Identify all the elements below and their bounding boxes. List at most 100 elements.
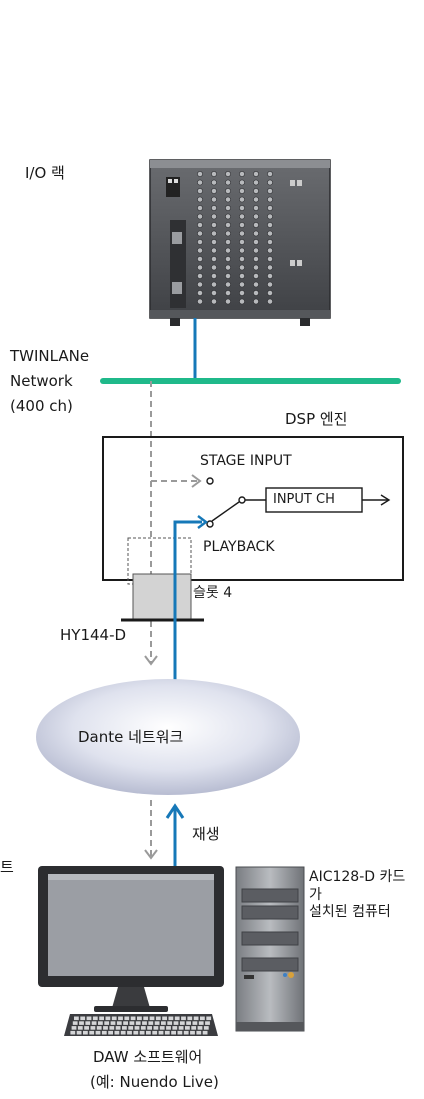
keyboard-key <box>137 1017 142 1021</box>
keyboard-key <box>160 1026 165 1030</box>
keyboard-key <box>161 1021 166 1025</box>
keyboard-key <box>123 1021 128 1025</box>
keyboard-key <box>131 1017 136 1021</box>
aic-label-line3: 설치된 컴퓨터 <box>309 903 391 922</box>
keyboard-key <box>84 1026 89 1030</box>
keyboard-key <box>152 1031 157 1035</box>
stage-input-label: STAGE INPUT <box>200 452 292 471</box>
keyboard-key <box>148 1021 153 1025</box>
keyboard-key <box>196 1031 201 1035</box>
rack-jack <box>267 299 272 304</box>
rack-jack <box>267 265 272 270</box>
keyboard-key <box>146 1031 151 1035</box>
aic-label-line1: AIC128-D 카드 <box>309 868 405 887</box>
rack-jack <box>211 239 216 244</box>
keyboard-key <box>143 1017 148 1021</box>
keyboard-key <box>175 1017 180 1021</box>
rack-jack <box>253 256 258 261</box>
rack-jack <box>267 188 272 193</box>
rack-jack <box>211 290 216 295</box>
keyboard-key <box>172 1026 177 1030</box>
keyboard-key <box>180 1021 185 1025</box>
keyboard-key <box>150 1017 155 1021</box>
rack-jack <box>239 197 244 202</box>
keyboard-key <box>156 1017 161 1021</box>
twinlane-label-line3: (400 ch) <box>10 397 73 416</box>
keyboard-key <box>83 1031 88 1035</box>
rack-jack <box>211 265 216 270</box>
keyboard-key <box>93 1017 98 1021</box>
rack-jack <box>253 205 258 210</box>
rack-jack <box>239 265 244 270</box>
rack-jack <box>211 222 216 227</box>
rack-jack <box>253 265 258 270</box>
rack-jack <box>197 231 202 236</box>
keyboard-key <box>206 1017 211 1021</box>
keyboard-key <box>194 1017 199 1021</box>
rack-jack <box>225 197 230 202</box>
keyboard-key <box>72 1026 77 1030</box>
rack-jack <box>197 282 202 287</box>
keyboard-key <box>204 1026 209 1030</box>
rack-jack <box>197 171 202 176</box>
rack-jack <box>211 197 216 202</box>
keyboard-key <box>79 1021 84 1025</box>
rack-jack <box>253 299 258 304</box>
rack-jack <box>211 299 216 304</box>
keyboard-key <box>103 1026 108 1030</box>
keyboard-key <box>174 1021 179 1025</box>
rack-jack <box>253 273 258 278</box>
rack-jack <box>267 239 272 244</box>
rack-jack <box>267 205 272 210</box>
rack-jack <box>211 180 216 185</box>
rack-jack <box>197 290 202 295</box>
rack-jack <box>225 273 230 278</box>
rack-jack <box>239 256 244 261</box>
keyboard-key <box>87 1017 92 1021</box>
rack-jack <box>197 299 202 304</box>
keyboard-key <box>140 1031 145 1035</box>
hy144d-label: HY144-D <box>60 626 126 645</box>
rack-jack <box>239 239 244 244</box>
keyboard-key <box>165 1031 170 1035</box>
keyboard-key <box>108 1031 113 1035</box>
rack-jack <box>267 214 272 219</box>
keyboard-key <box>203 1031 208 1035</box>
keyboard-key <box>111 1021 116 1025</box>
rack-jack <box>211 231 216 236</box>
rack-jack <box>267 273 272 278</box>
rack-jack <box>211 205 216 210</box>
keyboard-key <box>97 1026 102 1030</box>
keyboard-key <box>167 1021 172 1025</box>
keyboard-key <box>85 1021 90 1025</box>
daw-label-line2: (예: Nuendo Live) <box>90 1073 219 1092</box>
rack-jack <box>239 282 244 287</box>
rack-jack <box>225 214 230 219</box>
rack-jack <box>197 239 202 244</box>
rack-jack <box>211 282 216 287</box>
keyboard-key <box>184 1031 189 1035</box>
keyboard-key <box>185 1026 190 1030</box>
rack-jack <box>225 290 230 295</box>
keyboard-key <box>122 1026 127 1030</box>
rack-jack <box>211 273 216 278</box>
rack-jack <box>253 180 258 185</box>
rack-jack <box>225 222 230 227</box>
daw-label-line1: DAW 소프트웨어 <box>93 1048 202 1067</box>
rack-jack <box>253 239 258 244</box>
rack-jack <box>239 273 244 278</box>
rack-jack <box>211 171 216 176</box>
keyboard-key <box>104 1021 109 1025</box>
keyboard-key <box>115 1031 120 1035</box>
io-rack-label: I/O 랙 <box>25 164 65 183</box>
hy144d-card <box>133 574 191 620</box>
rack-jack <box>197 248 202 253</box>
rack-jack <box>239 171 244 176</box>
rack-jack <box>225 299 230 304</box>
rack-jack <box>253 248 258 253</box>
rack-jack <box>197 180 202 185</box>
rack-jack <box>253 188 258 193</box>
dsp-engine-label: DSP 엔진 <box>285 410 348 429</box>
keyboard-key <box>205 1021 210 1025</box>
rack-jack <box>267 197 272 202</box>
